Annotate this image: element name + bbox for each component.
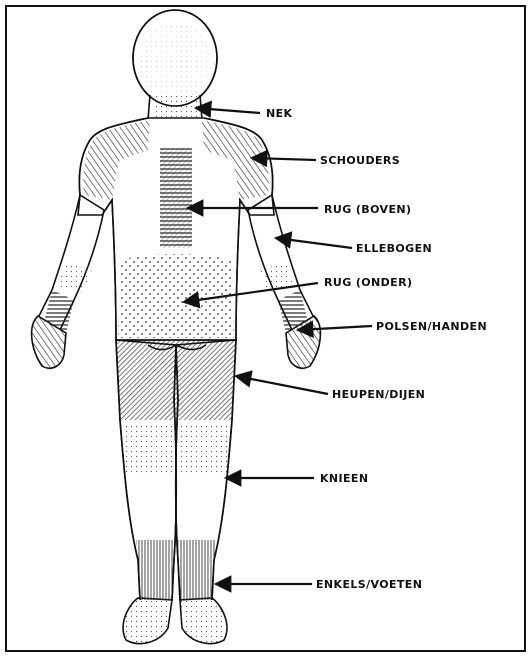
label-ellebogen: ELLEBOGEN — [356, 242, 432, 255]
label-knieen: KNIEEN — [320, 472, 368, 485]
label-nek: NEK — [266, 107, 293, 120]
label-rug-onder: RUG (ONDER) — [324, 276, 412, 289]
label-schouders: SCHOUDERS — [320, 154, 400, 167]
label-heupen-dijen: HEUPEN/DIJEN — [332, 388, 425, 401]
zone-enkels — [136, 540, 174, 600]
zone-nek — [152, 96, 198, 118]
arrow-ellebogen — [276, 238, 352, 248]
label-polsen-handen: POLSEN/HANDEN — [376, 320, 487, 333]
arrow-nek — [196, 108, 260, 113]
arrow-heupen-dijen — [236, 376, 328, 394]
label-enkels-voeten: ENKELS/VOETEN — [316, 578, 422, 591]
zone-rug-onder — [118, 254, 234, 338]
label-rug-boven: RUG (BOVEN) — [324, 203, 411, 216]
